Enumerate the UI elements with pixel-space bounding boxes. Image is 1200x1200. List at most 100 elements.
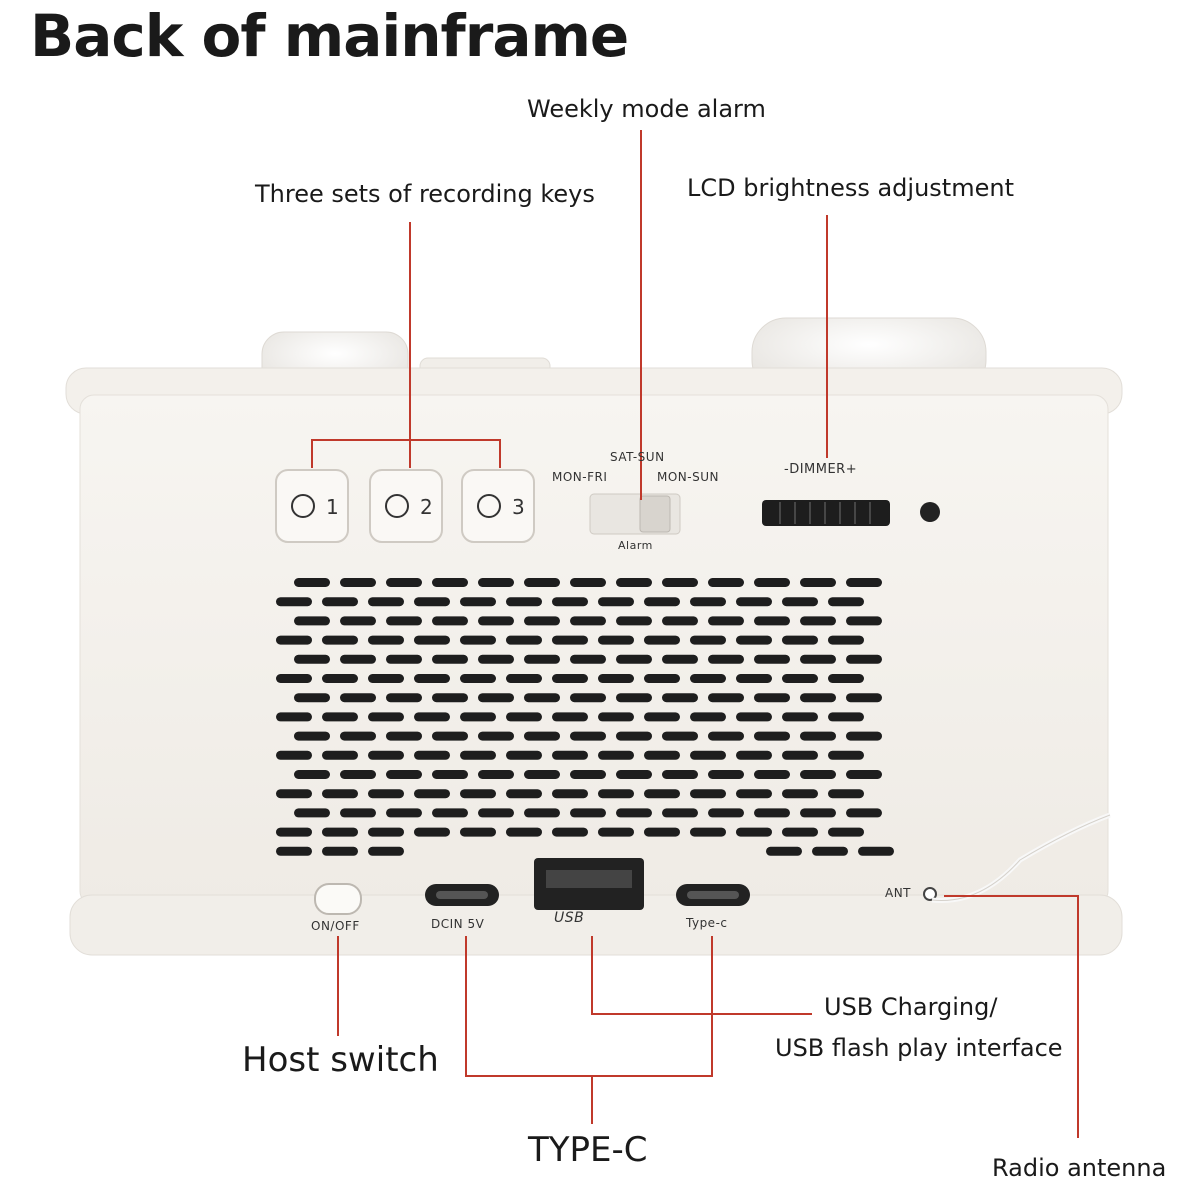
leader-lines [311,130,1079,1138]
grille-slot [276,789,312,799]
grille-slot [570,770,606,779]
grille-slot [828,674,864,683]
grille-slot [846,808,882,818]
type-c-port[interactable] [676,884,750,906]
usb-port[interactable] [534,858,644,910]
grille-slot [708,654,744,664]
grille-slot [828,712,864,722]
grille-slot [460,712,496,722]
grille-slot [570,578,606,587]
grille-slot [478,616,514,626]
grille-slot [708,731,744,741]
grille-slot [340,731,376,741]
grille-slot [690,674,726,683]
grille-slot [478,654,514,664]
grille-slot [846,616,882,626]
grille-slot [322,846,358,856]
grille-slot [708,808,744,818]
speech-bubble-icon [477,494,501,518]
grille-slot [782,789,818,799]
grille-slot [736,750,772,760]
alarm-label: Alarm [618,539,653,552]
recording-key-3[interactable]: 3 [461,469,535,543]
grille-slot [754,731,790,741]
grille-slot [432,578,468,587]
grille-slot [478,693,514,703]
grille-slot [708,578,744,587]
usb-callout-line2: USB flash play interface [775,1034,1063,1062]
grille-slot [828,597,864,607]
recording-key-1[interactable]: 1 [275,469,349,543]
grille-slot [570,693,606,703]
grille-slot [414,597,450,607]
grille-slot [386,578,422,587]
grille-slot [644,597,680,607]
grille-slot [800,731,836,741]
grille-slot [598,712,634,722]
grille-slot [570,654,606,664]
grille-slot [616,578,652,587]
grille-slot [276,674,312,683]
grille-slot [858,846,894,856]
grille-slot [616,654,652,664]
grille-slot [800,693,836,703]
grille-slot [386,808,422,818]
grille-slot [846,693,882,703]
grille-slot [506,674,542,683]
grille-slot [598,827,634,837]
grille-slot [616,770,652,779]
grille-slot [506,789,542,799]
alarm-mode-switch[interactable] [589,493,681,535]
grille-slot [506,712,542,722]
grille-slot [340,616,376,626]
recording-keys-callout: Three sets of recording keys [255,180,595,208]
grille-slot [754,808,790,818]
dimmer-label: -DIMMER+ [784,462,858,477]
record-key-number: 2 [420,495,433,519]
grille-slot [782,635,818,645]
grille-slot [276,712,312,722]
page-title: Back of mainframe [30,2,629,70]
grille-slot [690,597,726,607]
dcin-port[interactable] [425,884,499,906]
light-sensor [920,502,940,522]
grille-slot [754,578,790,587]
grille-slot [800,808,836,818]
grille-slot [524,578,560,587]
grille-slot [524,731,560,741]
grille-slot [736,827,772,837]
grille-slot [690,827,726,837]
grille-slot [414,789,450,799]
grille-slot [708,770,744,779]
grille-slot [478,731,514,741]
grille-slot [414,827,450,837]
dimmer-wheel[interactable] [762,500,890,526]
grille-slot [828,789,864,799]
grille-slot [478,770,514,779]
grille-slot [708,693,744,703]
grille-slot [598,635,634,645]
grille-slot [662,616,698,626]
grille-slot [524,616,560,626]
grille-slot [846,770,882,779]
grille-slot [708,616,744,626]
grille-slot [644,827,680,837]
grille-slot [368,789,404,799]
grille-slot [432,808,468,818]
recording-key-2[interactable]: 2 [369,469,443,543]
grille-slot [432,770,468,779]
mon-fri-label: MON-FRI [552,470,608,484]
grille-slot [294,616,330,626]
grille-slot [552,750,588,760]
grille-slot [368,597,404,607]
grille-slot [782,750,818,760]
power-switch[interactable] [314,883,362,915]
sat-sun-label: SAT-SUN [610,450,665,464]
grille-slot [368,674,404,683]
grille-slot [478,808,514,818]
grille-slot [828,635,864,645]
grille-slot [294,693,330,703]
grille-slot [570,616,606,626]
grille-slot [598,750,634,760]
speech-bubble-icon [385,494,409,518]
